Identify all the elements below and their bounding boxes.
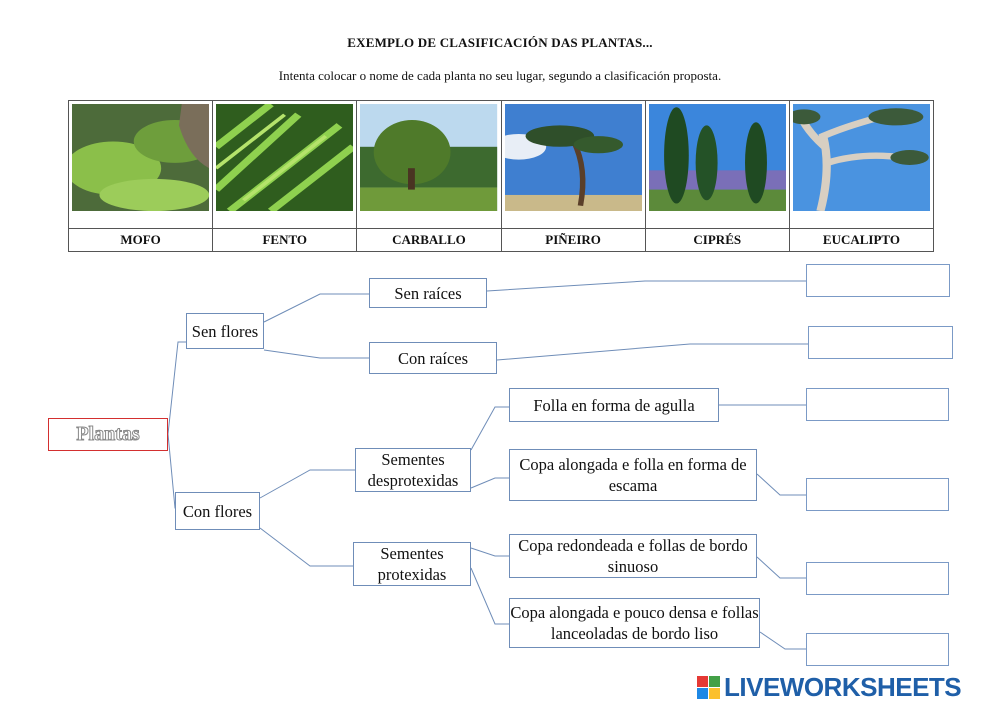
plant-label-cipres[interactable]: CIPRÉS xyxy=(645,228,789,251)
answer-drop-box-folla-agulla[interactable] xyxy=(806,388,949,421)
plant-cell-fento: FENTO xyxy=(213,101,358,251)
plant-cell-eucalipto: EUCALIPTO xyxy=(789,101,934,251)
plant-label-carballo[interactable]: CARBALLO xyxy=(357,228,501,251)
oak-photo xyxy=(360,104,498,211)
plant-cell-pineiro: PIÑEIRO xyxy=(501,101,646,251)
worksheet-instructions: Intenta colocar o nome de cada planta no… xyxy=(278,68,722,83)
fern-photo xyxy=(216,104,354,211)
answer-drop-box-copa-alongada-lanceoladas[interactable] xyxy=(806,633,949,666)
moss-photo xyxy=(72,104,210,211)
root-node-plantas: Plantas xyxy=(48,418,168,451)
plant-cell-carballo: CARBALLO xyxy=(357,101,502,251)
plant-cell-cipres: CIPRÉS xyxy=(645,101,790,251)
node-copa-alongada-escama: Copa alongada e folla en forma de escama xyxy=(509,449,757,501)
answer-drop-box-copa-redondeada[interactable] xyxy=(806,562,949,595)
liveworksheets-wordmark: LIVEWORKSHEETS xyxy=(724,672,962,702)
node-sementes-desprotexidas: Sementes desprotexidas xyxy=(355,448,471,492)
eucalyptus-photo xyxy=(792,104,931,211)
plant-cell-mofo: MOFO xyxy=(69,101,214,251)
node-copa-redondeada: Copa redondeada e follas de bordo sinuos… xyxy=(509,534,757,578)
node-con-flores: Con flores xyxy=(175,492,260,530)
answer-drop-box-con-raices[interactable] xyxy=(808,326,953,359)
plant-label-fento[interactable]: FENTO xyxy=(213,228,357,251)
liveworksheets-logo: LIVEWORKSHEETS xyxy=(697,672,962,703)
plant-label-eucalipto[interactable]: EUCALIPTO xyxy=(789,228,934,251)
pine-photo xyxy=(504,104,642,211)
answer-drop-box-copa-alongada-escama[interactable] xyxy=(806,478,949,511)
plant-label-mofo[interactable]: MOFO xyxy=(69,228,213,251)
answer-drop-box-sen-raices[interactable] xyxy=(806,264,950,297)
node-sementes-protexidas: Sementes protexidas xyxy=(353,542,471,586)
cypress-photo xyxy=(648,104,786,211)
node-sen-raices: Sen raíces xyxy=(369,278,487,308)
plant-gallery: MOFO FENTO CARBALLO xyxy=(68,100,934,252)
node-sen-flores: Sen flores xyxy=(186,313,264,349)
plant-label-pineiro[interactable]: PIÑEIRO xyxy=(501,228,645,251)
node-folla-agulla: Folla en forma de agulla xyxy=(509,388,719,422)
node-copa-alongada-lanceoladas: Copa alongada e pouco densa e follas lan… xyxy=(509,598,760,648)
worksheet-title: EXEMPLO DE CLASIFICACIÓN DAS PLANTAS... xyxy=(347,35,653,50)
node-con-raices: Con raíces xyxy=(369,342,497,374)
liveworksheets-logo-icon xyxy=(697,676,720,699)
